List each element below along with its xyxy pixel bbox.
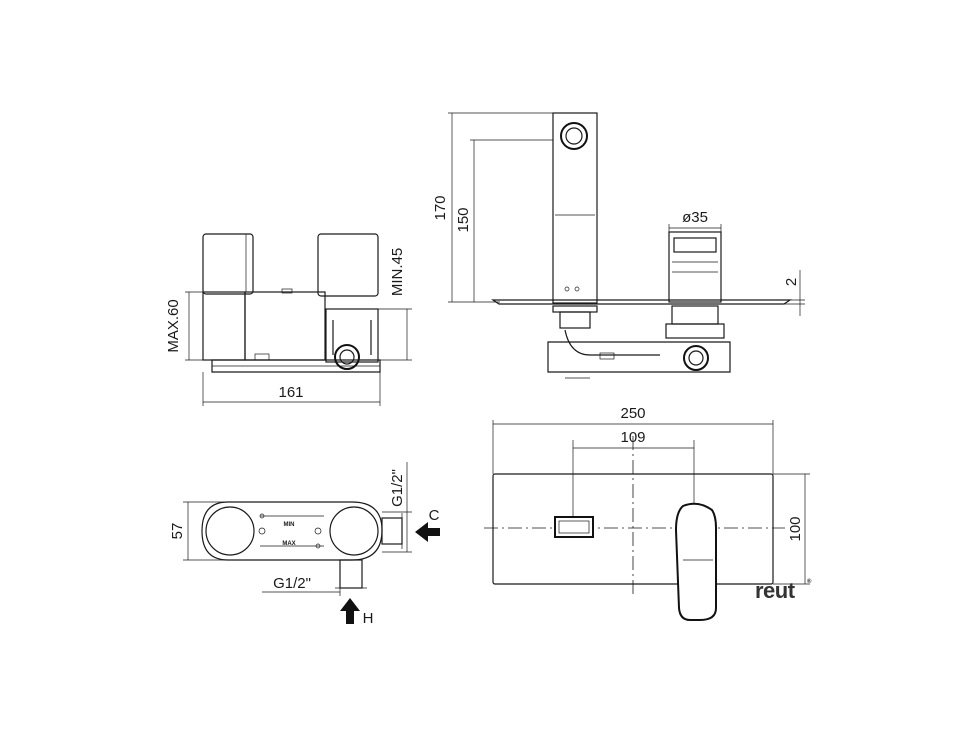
dim-front-height-total: 170	[432, 195, 449, 220]
plate-view	[484, 420, 810, 621]
label-cold: C	[429, 507, 440, 524]
dim-connection-hot: G1/2"	[273, 575, 311, 592]
top-view	[183, 462, 440, 624]
brand-name: reut	[755, 578, 796, 603]
label-max: MAX	[282, 541, 295, 547]
dim-side-width: 161	[278, 384, 303, 401]
label-min: MIN	[284, 522, 295, 528]
dim-side-max-height: MAX.60	[165, 299, 182, 352]
dim-plate-spacing: 109	[620, 429, 645, 446]
dim-connection-cold: G1/2"	[389, 469, 406, 507]
dim-body-depth: 57	[169, 523, 186, 540]
dim-plate-height: 100	[787, 516, 804, 541]
dim-plate-thickness: 2	[783, 278, 800, 286]
brand-mark: ®	[807, 578, 812, 585]
dim-side-min-depth: MIN.45	[389, 248, 406, 296]
label-hot: H	[363, 610, 374, 627]
dim-lever-diameter: ø35	[682, 209, 708, 226]
brand-logo: reut ®	[755, 578, 812, 603]
dim-plate-width: 250	[620, 405, 645, 422]
front-view	[448, 112, 805, 379]
dim-front-height-spout: 150	[455, 207, 472, 232]
side-view	[185, 233, 412, 406]
